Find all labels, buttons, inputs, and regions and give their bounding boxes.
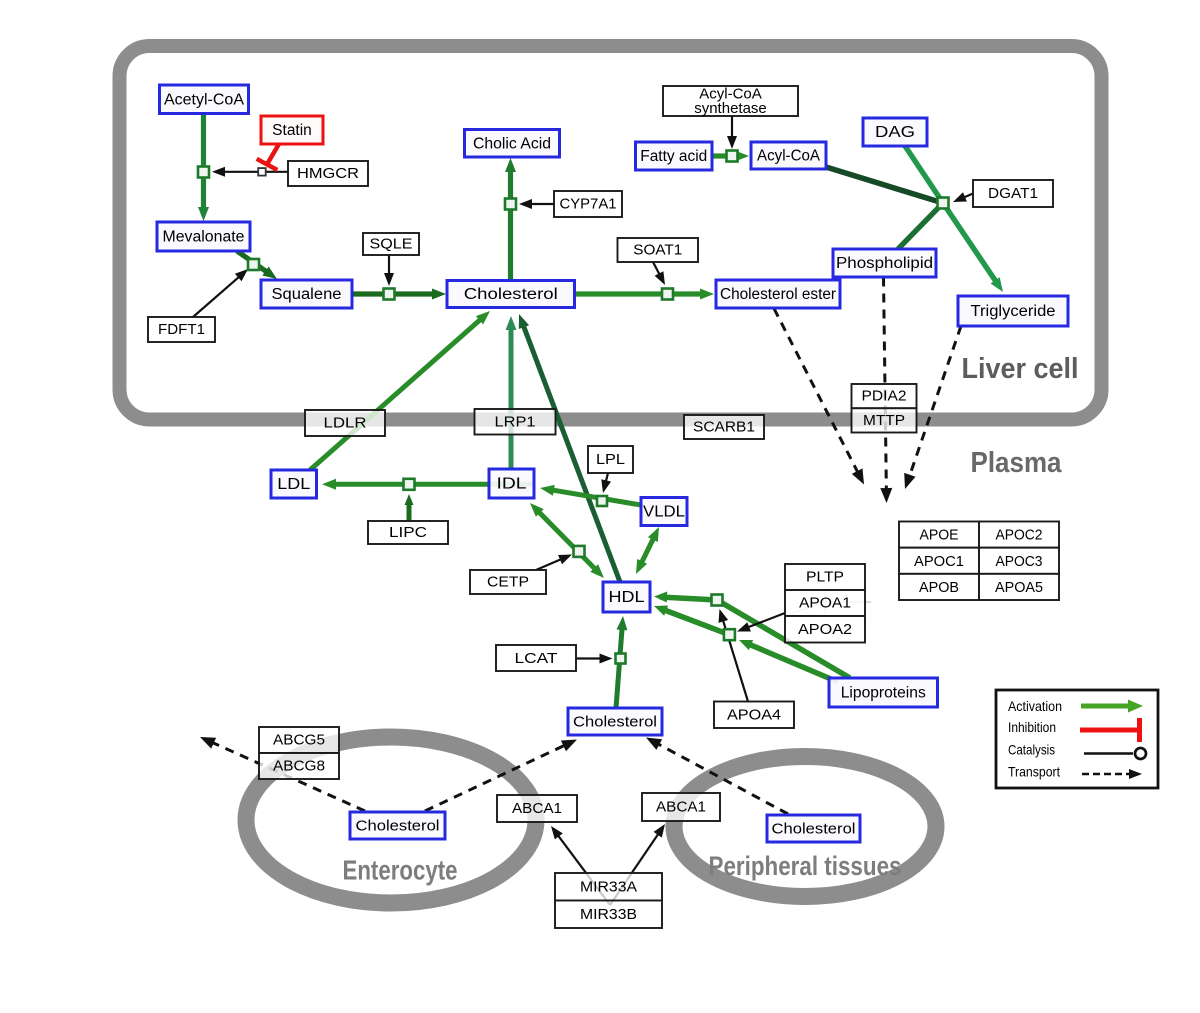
svg-text:APOC2: APOC2 — [996, 527, 1043, 544]
svg-text:MIR33B: MIR33B — [580, 907, 637, 923]
svg-text:APOA1: APOA1 — [799, 596, 851, 612]
svg-text:ABCA1: ABCA1 — [656, 800, 706, 816]
svg-text:HMGCR: HMGCR — [297, 166, 359, 182]
svg-text:Triglyceride: Triglyceride — [971, 303, 1056, 320]
svg-text:SCARB1: SCARB1 — [693, 420, 755, 436]
svg-text:ABCA1: ABCA1 — [512, 801, 562, 817]
svg-text:Acyl-CoA: Acyl-CoA — [757, 148, 821, 165]
svg-text:HDL: HDL — [609, 589, 645, 606]
svg-text:DGAT1: DGAT1 — [988, 186, 1038, 202]
svg-text:APOA2: APOA2 — [798, 622, 852, 638]
svg-text:PLTP: PLTP — [806, 570, 844, 586]
svg-text:APOC3: APOC3 — [996, 553, 1043, 570]
svg-text:Plasma: Plasma — [971, 447, 1063, 479]
svg-text:CYP7A1: CYP7A1 — [560, 197, 617, 213]
svg-text:Transport: Transport — [1008, 764, 1060, 780]
svg-text:Cholesterol: Cholesterol — [356, 818, 440, 835]
svg-text:Enterocyte: Enterocyte — [343, 855, 458, 886]
svg-text:LRP1: LRP1 — [495, 414, 536, 430]
svg-text:APOE: APOE — [920, 527, 959, 544]
svg-text:LDLR: LDLR — [324, 416, 367, 432]
svg-text:Liver cell: Liver cell — [962, 353, 1079, 385]
svg-text:ABCG5: ABCG5 — [273, 733, 325, 749]
svg-text:APOA5: APOA5 — [995, 579, 1043, 596]
svg-text:APOC1: APOC1 — [914, 553, 964, 570]
svg-text:CETP: CETP — [487, 575, 529, 591]
svg-text:SOAT1: SOAT1 — [633, 243, 682, 259]
svg-text:Cholic Acid: Cholic Acid — [473, 135, 551, 152]
svg-text:Peripheral tissues: Peripheral tissues — [709, 851, 902, 881]
svg-text:Acetyl-CoA: Acetyl-CoA — [164, 91, 245, 108]
svg-text:Squalene: Squalene — [272, 286, 342, 303]
svg-text:MTTP: MTTP — [863, 413, 905, 429]
svg-text:FDFT1: FDFT1 — [158, 322, 205, 338]
svg-text:Statin: Statin — [272, 122, 312, 139]
svg-text:Cholesterol: Cholesterol — [464, 286, 558, 303]
svg-text:Cholesterol ester: Cholesterol ester — [720, 286, 836, 303]
svg-text:APOA4: APOA4 — [727, 707, 781, 723]
svg-text:Cholesterol: Cholesterol — [573, 714, 657, 731]
svg-text:Fatty acid: Fatty acid — [640, 148, 707, 165]
svg-text:LPL: LPL — [596, 452, 625, 468]
svg-text:VLDL: VLDL — [643, 504, 685, 521]
svg-text:SQLE: SQLE — [370, 237, 413, 253]
svg-text:DAG: DAG — [875, 124, 915, 141]
svg-text:Catalysis: Catalysis — [1008, 742, 1055, 758]
svg-text:ABCG8: ABCG8 — [273, 759, 325, 775]
svg-text:LDL: LDL — [277, 476, 310, 493]
svg-text:Activation: Activation — [1008, 698, 1062, 714]
svg-text:Inhibition: Inhibition — [1008, 719, 1056, 735]
svg-text:MIR33A: MIR33A — [580, 879, 637, 895]
svg-text:Cholesterol: Cholesterol — [772, 821, 856, 838]
svg-text:APOB: APOB — [919, 579, 959, 596]
svg-text:Mevalonate: Mevalonate — [163, 229, 245, 246]
svg-text:Lipoproteins: Lipoproteins — [841, 685, 926, 702]
svg-text:PDIA2: PDIA2 — [862, 389, 907, 405]
svg-text:LCAT: LCAT — [515, 650, 558, 667]
svg-text:Phospholipid: Phospholipid — [836, 255, 933, 272]
svg-text:IDL: IDL — [497, 476, 527, 493]
svg-text:Acyl-CoA: Acyl-CoA — [699, 86, 762, 103]
svg-text:synthetase: synthetase — [694, 100, 767, 117]
svg-text:LIPC: LIPC — [389, 525, 427, 541]
